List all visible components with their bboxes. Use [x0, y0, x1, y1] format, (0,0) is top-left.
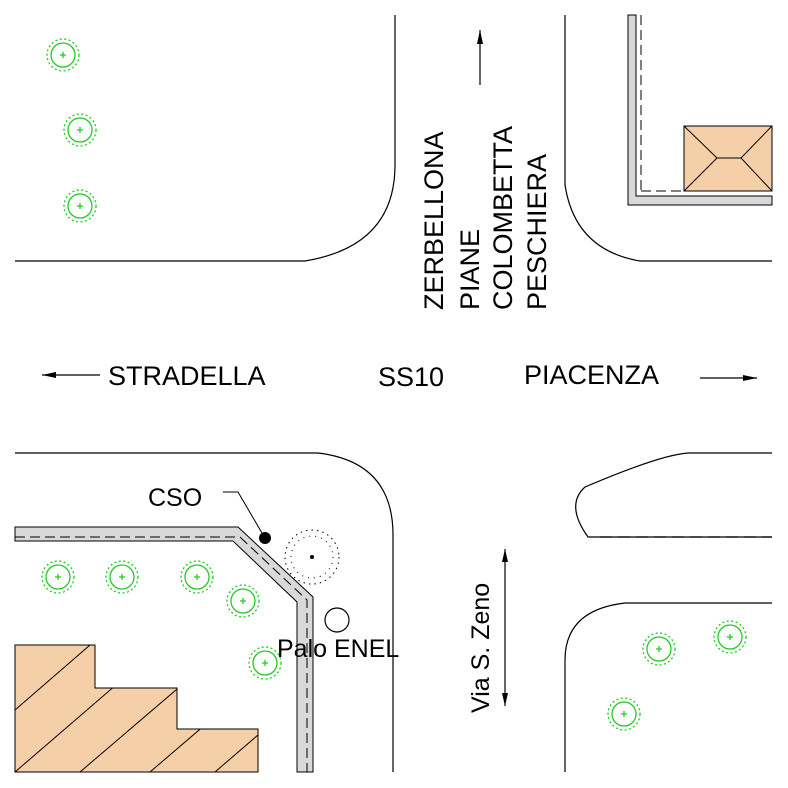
label-piane: PIANE — [455, 229, 485, 310]
arrow-left-icon — [42, 372, 100, 378]
tree-icon — [105, 560, 139, 594]
cso-marker — [223, 491, 271, 544]
traffic-island — [575, 452, 772, 538]
tree-icon — [226, 584, 260, 618]
tree-icon — [46, 38, 80, 72]
label-zerbellona: ZERBELLONA — [419, 131, 449, 310]
arrow-up-icon — [477, 30, 483, 85]
tree-icon — [63, 113, 97, 147]
sw-building — [14, 526, 314, 773]
label-cso: CSO — [148, 484, 202, 512]
curb-ne — [564, 15, 772, 262]
curb-nw — [15, 15, 396, 262]
arrows — [42, 30, 757, 706]
tree-icon — [607, 697, 641, 731]
trees — [41, 38, 747, 731]
label-peschiera: PESCHIERA — [522, 154, 552, 310]
tree-icon — [41, 560, 75, 594]
tree-icon — [713, 620, 747, 654]
label-colombetta: COLOMBETTA — [488, 126, 518, 310]
arrow-right-icon — [700, 375, 757, 381]
tree-icon — [248, 646, 282, 680]
curb-se — [564, 602, 772, 772]
ne-building — [627, 14, 773, 206]
label-piacenza: PIACENZA — [524, 360, 659, 390]
label-via-s-zeno: Via S. Zeno — [467, 583, 495, 713]
pole-icon — [324, 607, 350, 633]
road-edges — [15, 15, 772, 772]
label-palo-enel: Palo ENEL — [277, 635, 399, 663]
tree-icon — [180, 560, 214, 594]
curb-sw — [15, 452, 394, 772]
label-stradella: STRADELLA — [108, 361, 266, 391]
tree-icon — [642, 632, 676, 666]
arrow-vertical-double-icon — [502, 549, 508, 706]
tree-icon — [63, 189, 97, 223]
label-ss10: SS10 — [378, 362, 444, 392]
light-spot-icon — [284, 529, 340, 585]
